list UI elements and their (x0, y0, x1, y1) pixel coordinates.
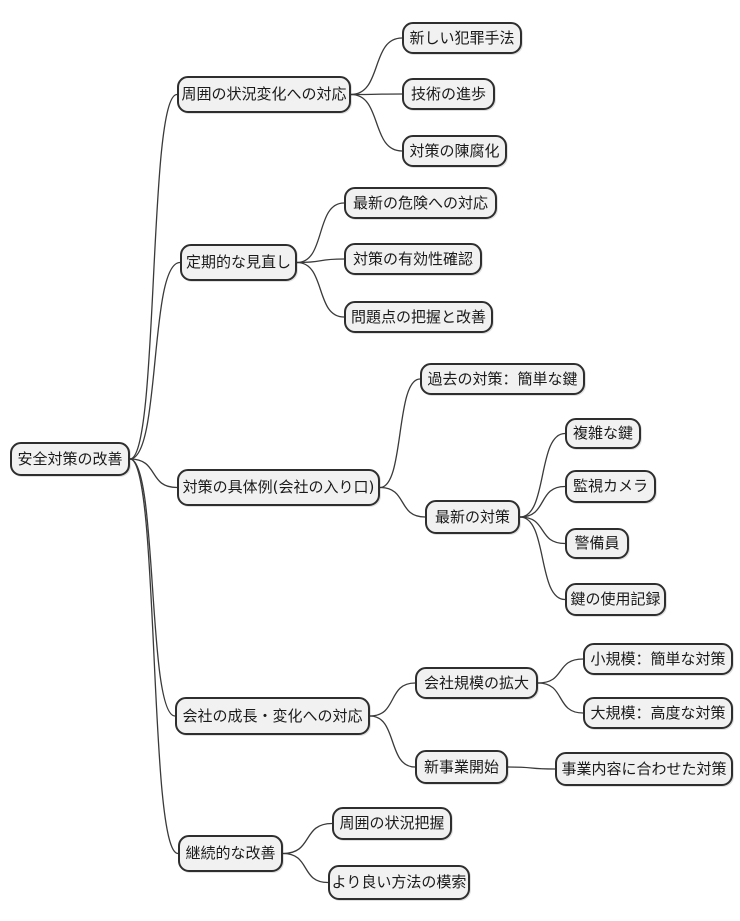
mindmap-node-new-crime-methods: 新しい犯罪手法 (402, 22, 522, 54)
connector-b5-b5c1 (282, 822, 333, 855)
mindmap-node-security-guard: 警備員 (565, 528, 629, 559)
connector-b3c2-b3c2b (519, 485, 566, 518)
mindmap-node-key-usage-log: 鍵の使用記録 (565, 583, 666, 616)
connector-b4-b4c2 (369, 715, 416, 768)
connector-b1-b1c1 (350, 37, 403, 96)
mindmap-node-situation-awareness: 周囲の状況把握 (332, 807, 452, 840)
mindmap-node-effectiveness-check: 対策の有効性確認 (344, 243, 482, 275)
mindmap-node-business-tailored: 事業内容に合わせた対策 (555, 752, 733, 786)
connector-b3c2-b3c2a (519, 432, 566, 518)
connector-b4c1-b4c1a (537, 658, 584, 684)
connector-b3-b3c1 (379, 378, 421, 489)
mindmap-node-periodic-review: 定期的な見直し (180, 244, 297, 281)
mindmap-node-scale-expansion: 会社規模の拡大 (415, 667, 538, 699)
connector-b3-b3c2 (379, 486, 426, 518)
mindmap-node-surveillance-camera: 監視カメラ (565, 470, 656, 503)
connector-root-b1 (129, 93, 178, 460)
mindmap-node-new-business: 新事業開始 (415, 750, 508, 784)
connector-b2-b2c3 (296, 261, 345, 318)
connector-b1-b1c2 (350, 93, 403, 96)
connector-b1-b1c3 (350, 93, 403, 152)
connector-b2-b2c2 (296, 258, 345, 264)
connector-root-b2 (129, 261, 181, 460)
connector-b4c1-b4c1b (537, 682, 584, 714)
connector-b2-b2c1 (296, 202, 345, 264)
connector-b3c2-b3c2d (519, 516, 566, 601)
mindmap-node-company-growth: 会社の成長・変化への対応 (175, 697, 370, 735)
connector-b3c2-b3c2c (519, 516, 566, 545)
mindmap-node-problem-improvement: 問題点の把握と改善 (344, 301, 493, 333)
mindmap-node-large-scale: 大規模：高度な対策 (583, 697, 733, 729)
mindmap-node-continuous-improvement: 継続的な改善 (178, 835, 283, 872)
connector-b4-b4c1 (369, 682, 416, 717)
connector-root-b4 (129, 458, 176, 717)
mindmap-node-past-simple-key: 過去の対策：簡単な鍵 (420, 363, 585, 395)
connector-root-b3 (129, 458, 178, 489)
connector-root-b5 (129, 458, 179, 855)
mindmap-node-tech-progress: 技術の進歩 (402, 78, 495, 110)
mindmap-node-root: 安全対策の改善 (10, 442, 130, 476)
mindmap-node-complex-key: 複雑な鍵 (565, 418, 641, 449)
mindmap-node-better-methods: より良い方法の模索 (328, 865, 470, 900)
connector-b5-b5c2 (282, 852, 329, 884)
mindmap-node-surrounding-changes: 周囲の状況変化への対応 (177, 76, 351, 113)
mindmap-node-latest-risks: 最新の危険への対応 (344, 187, 497, 219)
mindmap-node-concrete-examples: 対策の具体例(会社の入り口) (177, 469, 380, 506)
mindmap-node-latest-measures: 最新の対策 (425, 500, 520, 534)
mindmap-node-small-scale: 小規模：簡単な対策 (583, 643, 733, 675)
mindmap-node-measure-obsolescence: 対策の陳腐化 (402, 135, 507, 167)
connector-b4c2-b4c2a (507, 766, 556, 770)
